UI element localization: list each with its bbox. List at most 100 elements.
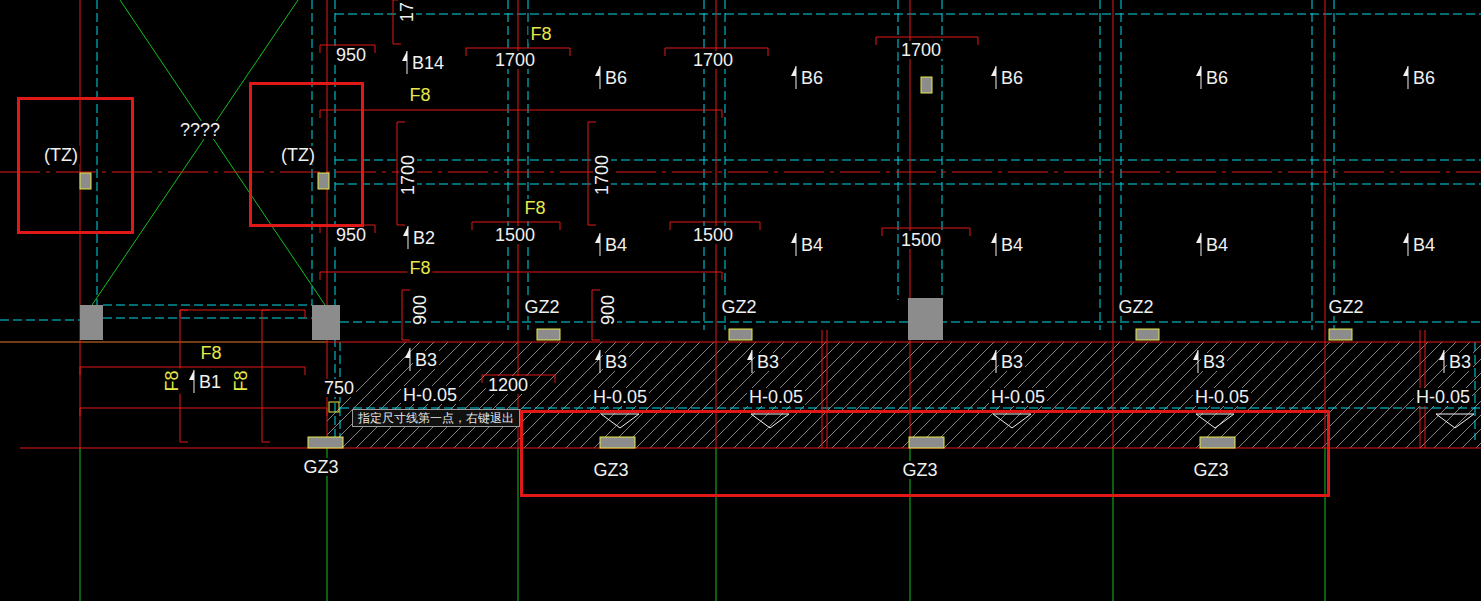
span-arrow [991,350,996,360]
hatch-line [552,342,658,448]
rebar-tick [180,310,188,311]
rebar-line [180,310,305,311]
dimension-label: F8 [407,86,432,104]
span-arrow [1196,66,1201,76]
rebar-line [466,48,570,49]
axis-line [1325,448,1326,601]
hatch-line [454,342,560,448]
slab-label: B6 [603,69,629,87]
rebar-line [670,222,760,223]
rebar-line [320,272,722,273]
beam-edge [97,0,98,305]
span-arrow [791,66,796,76]
dimension-label: H-0.05 [1414,388,1472,406]
hatch-line [356,342,462,448]
constructional-column [600,437,635,448]
hatch-line [370,342,476,448]
hatch-line [1252,342,1358,448]
dimension-label: 900 [411,293,429,327]
span-arrow [595,350,600,360]
hatch-line [720,342,826,448]
rebar-line [665,48,768,49]
span-arrow [1439,350,1444,360]
dimension-label: 750 [322,379,356,397]
rebar-tick [262,442,270,443]
dimension-label: F8 [163,368,181,393]
rebar-tick [570,48,571,56]
span-arrow [403,226,408,236]
rebar-tick [327,408,328,416]
beam-edge [103,305,312,306]
node-label: GZ3 [591,461,630,479]
rebar-tick [393,44,401,45]
axis-line [20,448,1481,449]
rebar-line [882,228,970,229]
rebar-tick [592,340,600,341]
level-mark [751,414,789,428]
hatch-line [496,342,602,448]
rebar-line [402,290,403,340]
hatch-line [1476,342,1481,448]
span-arrow [991,233,996,243]
dimension-label: 1700 [899,41,943,59]
dimension-label: H-0.05 [989,388,1047,406]
dimension-label: 1700 [593,153,611,197]
rebar-line [262,310,263,442]
beam-edge [528,0,529,330]
beam-edge [335,0,336,440]
beam-edge [103,318,312,319]
dimension-label: H-0.05 [401,386,459,404]
slab-label: B3 [999,353,1025,371]
rebar-line [80,408,327,409]
highlight-box: GZ3GZ3GZ3 [520,410,1330,497]
rebar-tick [588,225,596,226]
highlight-box: (TZ) [17,97,134,234]
stair-column [80,173,91,189]
rebar-tick [320,272,321,280]
dimension-label: GZ2 [1116,298,1155,316]
span-arrow [1196,233,1201,243]
hatch-line [1308,342,1414,448]
hatch-line [1280,342,1386,448]
axis-line [1113,448,1114,601]
hatch-line [944,342,1050,448]
rebar-tick [555,375,556,383]
beam-edge [508,0,509,330]
level-mark [1196,414,1234,428]
hatch-line [1084,342,1190,448]
beam-edge [0,320,80,321]
span-arrow [405,348,410,358]
dimension-label: 950 [334,46,368,64]
hatch-line [1392,342,1481,448]
hatch-line [1042,342,1148,448]
rebar-tick [262,310,270,311]
dimension-label: 1200 [486,376,530,394]
slab-label: B4 [603,236,629,254]
hatch-line [874,342,980,448]
slab-label: B4 [799,236,825,254]
span-arrow [402,51,407,61]
beam-edge [335,160,1481,161]
rebar-tick [482,375,483,383]
hatch-line [482,342,588,448]
hatch-line [1378,342,1481,448]
hatch-line [384,342,490,448]
hatch-line [650,342,756,448]
dimension-label: 900 [599,293,617,327]
hatch-line [986,342,1092,448]
rebar-tick [80,367,81,375]
rebar-tick [978,37,979,45]
hatch-line [1098,342,1204,448]
hatch-line [1322,342,1428,448]
tooltip-text: 指定尺寸线第一点，右键退出 [356,412,516,424]
slab-label: B6 [799,69,825,87]
rebar-tick [397,122,405,123]
column [908,298,943,340]
beam-edge [725,0,726,330]
rebar-tick [80,408,81,416]
rebar-line [320,110,722,111]
rebar-tick [320,45,321,53]
rebar-tick [970,228,971,236]
hatch-line [580,342,686,448]
axis-line [0,172,1481,173]
